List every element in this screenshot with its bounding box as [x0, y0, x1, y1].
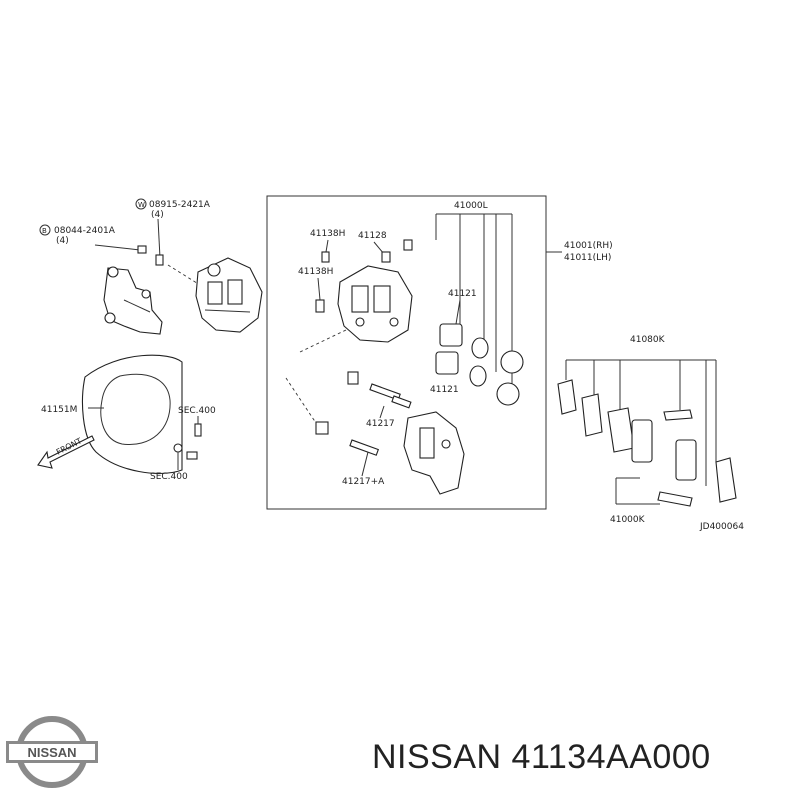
torque-member-part [403, 411, 465, 495]
shim-2-part [581, 393, 603, 437]
w-code-label: W [138, 201, 145, 209]
sec-bolt-1 [194, 423, 202, 437]
caliper-bracket-left [195, 257, 263, 333]
h1-part [321, 251, 330, 263]
pin-3-part [349, 439, 380, 456]
pin-label: 41217 [366, 419, 395, 429]
h2-label: 41138H [298, 267, 333, 277]
knuckle-part [103, 266, 163, 335]
piston-2-label: 41121 [430, 385, 459, 395]
boot-1-part [500, 350, 524, 374]
bleeder-part [403, 239, 413, 251]
lh-label: 41011(LH) [564, 253, 611, 263]
front-arrow: FRONT [37, 435, 95, 469]
pad-1-part [607, 407, 635, 453]
bolt-a-label: 08915-2421A [149, 200, 211, 210]
piston-1-part [439, 323, 463, 347]
pad-2-part [631, 419, 653, 463]
sec-washer [173, 443, 183, 453]
p41128-label: 41128 [358, 231, 387, 241]
b-code-label: B [42, 227, 47, 235]
nissan-logo-text: NISSAN [27, 745, 76, 760]
b-code-circle [39, 224, 51, 236]
boot-2-part [496, 382, 520, 406]
pad-label: 41000K [610, 515, 646, 525]
seal-2-part [469, 365, 487, 387]
bolt-a-qty: (4) [151, 210, 164, 220]
pad-kit-label: 41080K [630, 335, 666, 345]
bolt-b-label: 08044-2401A [54, 226, 116, 236]
pin-2-part [391, 395, 412, 409]
caliper-assy-label: 41000L [454, 201, 488, 211]
clip-2-part [657, 491, 693, 507]
rh-label: 41001(RH) [564, 241, 613, 251]
caliper-frame-box [266, 195, 547, 510]
piston-1-label: 41121 [448, 289, 477, 299]
nissan-logo: NISSAN [6, 716, 98, 788]
bushing-1-part [347, 371, 359, 385]
h1-label: 41138H [310, 229, 345, 239]
bushing-2-part [315, 421, 329, 435]
clip-1-part [663, 409, 693, 421]
bolt-a-part [155, 254, 164, 266]
h2-part [315, 299, 325, 313]
shield-label: 41151M [41, 405, 77, 415]
sec-bolt-2 [186, 451, 198, 460]
sec-2-label: SEC.400 [150, 472, 188, 482]
bolt-b-qty: (4) [56, 236, 69, 246]
w-code-circle [135, 198, 147, 210]
shim-1-part [557, 379, 577, 415]
diagram-id-label: JD400064 [699, 522, 744, 532]
shim-3-part [715, 457, 737, 503]
dust-shield-part [81, 354, 183, 474]
p41128-part [381, 251, 391, 263]
pin-1-part [369, 383, 401, 401]
part-number-title: NISSAN 41134AA000 [372, 738, 711, 776]
pad-3-part [675, 439, 697, 481]
caliper-body-part [337, 265, 413, 343]
pin-a-label: 41217+A [342, 477, 385, 487]
piston-2-part [435, 351, 459, 375]
sec-1-label: SEC.400 [178, 406, 216, 416]
bolt-b-part [137, 245, 147, 254]
seal-1-part [471, 337, 489, 359]
